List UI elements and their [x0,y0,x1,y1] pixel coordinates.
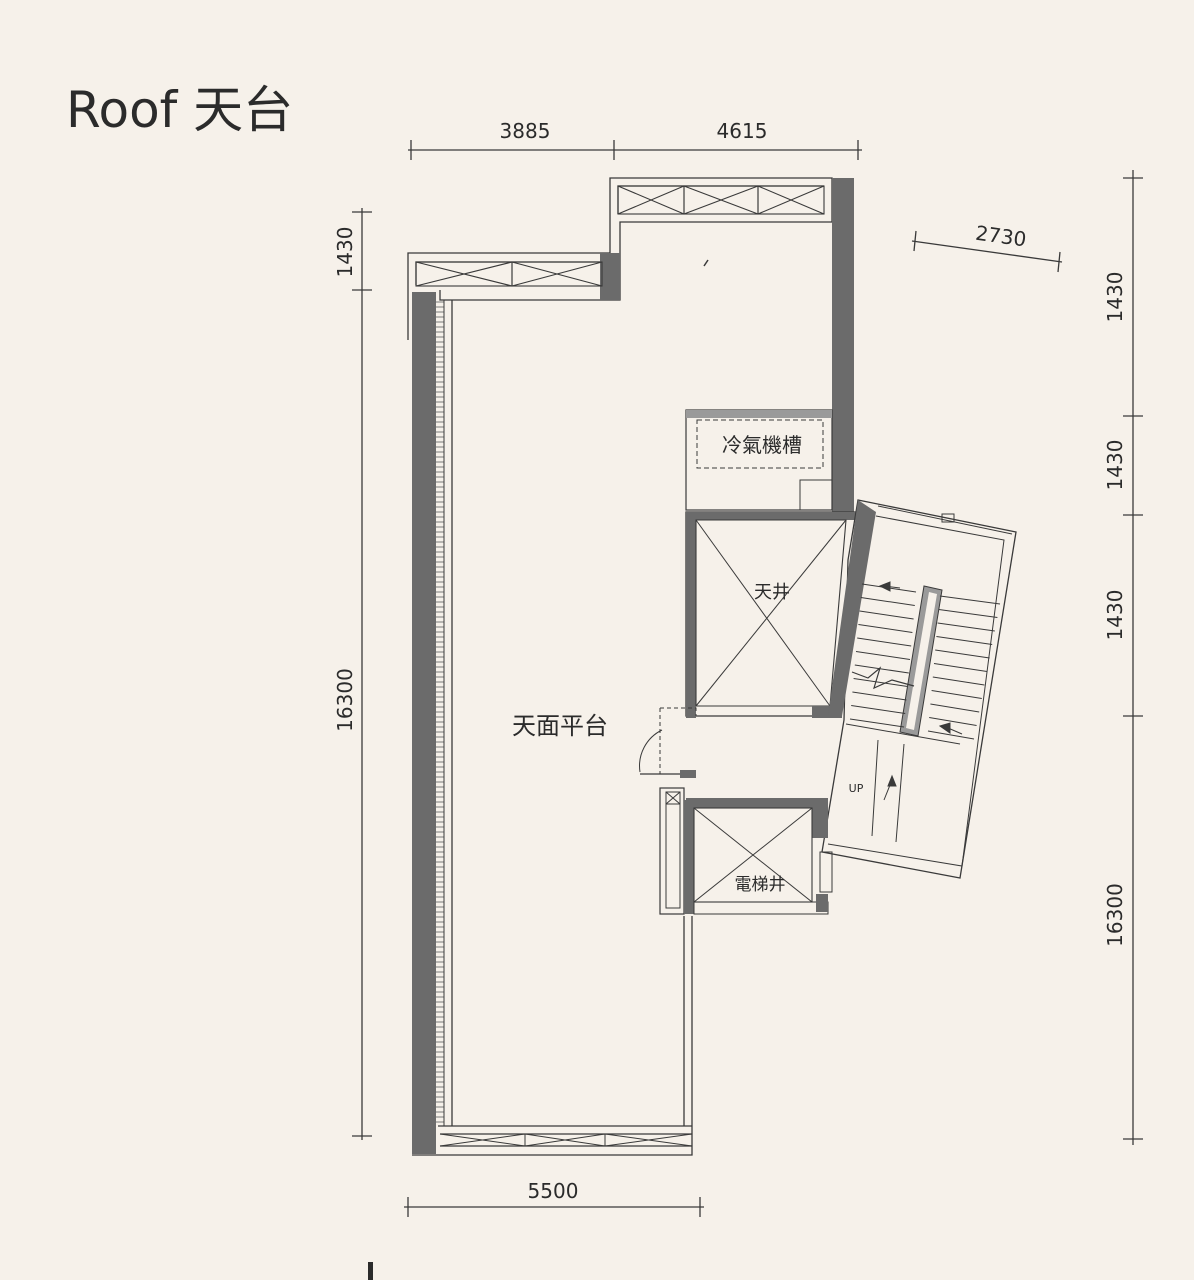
ac-platform [685,409,833,511]
dim-right-2: 1430 [1103,440,1127,491]
stair-tread [936,636,993,645]
dim-right-1: 1430 [1103,272,1127,323]
stair-tread [858,624,913,633]
stair-tread [849,718,905,728]
roof-terrace-label: 天面平台 [512,712,608,740]
stair-tread [937,622,995,632]
stair-up-label: UP [849,782,864,795]
planter-boxes-top [415,185,825,287]
mark [703,259,709,267]
lift-shaft-label: 電梯井 [735,875,786,895]
dim-right-3: 1430 [1103,590,1127,641]
stair-tread [927,730,975,740]
stair-tread [939,595,1001,605]
dim-left-large: 16300 [333,668,357,732]
stair-tread [854,664,909,674]
dim-bottom: 5500 [528,1179,579,1203]
dim-diagonal: 2730 [974,221,1028,252]
stair-tread [929,717,977,726]
dim-top-right: 4615 [717,119,768,143]
stair-tread [932,676,985,686]
railing-hatch [436,301,444,1123]
stair-tread [852,691,907,701]
page-title: Roof 天台 [66,81,294,139]
page-mark [368,1262,373,1280]
stair-tread [933,663,988,672]
staircase [821,499,1017,879]
stair-tread [931,690,982,699]
dim-top-left: 3885 [500,119,551,143]
roof-door [639,707,697,778]
stair-tread [851,705,906,714]
thick-walls [412,178,854,1154]
stair-tread [938,609,998,618]
stair-tread [855,651,911,660]
stair-tread [860,597,915,606]
stair-arrows [878,581,963,801]
skylight-label: 天井 [754,582,790,603]
dim-right-4: 16300 [1103,883,1127,947]
wall-outlines [407,177,833,1156]
dimension-lines [352,140,1143,1217]
dim-left-small: 1430 [333,227,357,278]
stair-treads [849,583,1001,740]
stair-tread [859,610,914,620]
planter-strip-bottom [439,1133,693,1147]
ac-platform-label: 冷氣機槽 [722,433,802,457]
stair-tread [935,649,990,659]
lift-shaft [659,787,833,915]
stair-tread [853,678,908,687]
stair-tread [857,637,912,647]
stair-tread [930,703,980,713]
